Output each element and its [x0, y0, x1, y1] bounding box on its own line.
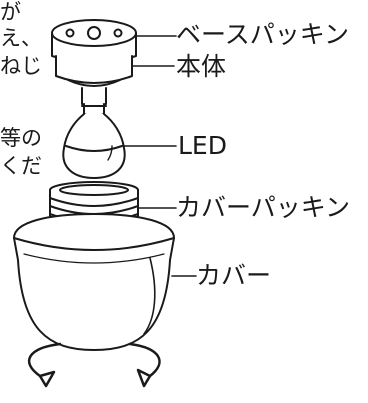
- leader-lines: [123, 35, 197, 277]
- rotation-arrow-icon: [27, 342, 161, 388]
- label-led: LED: [178, 131, 227, 160]
- cropped-text-line2: え、: [0, 26, 42, 50]
- label-cover-packing: カバーパッキン: [176, 193, 351, 222]
- base-part: [51, 19, 137, 87]
- label-body: 本体: [176, 52, 227, 81]
- cropped-text-line1: が: [0, 0, 21, 24]
- label-cover: カバー: [196, 261, 272, 290]
- cropped-text-line5: くだ: [0, 154, 42, 178]
- cropped-text-line3: ねじ: [0, 54, 42, 78]
- cropped-text-line4: 等の: [0, 126, 42, 150]
- led-bulb: [62, 87, 126, 179]
- label-base-packing: ベースパッキン: [176, 20, 350, 49]
- cover-dome: [13, 213, 175, 351]
